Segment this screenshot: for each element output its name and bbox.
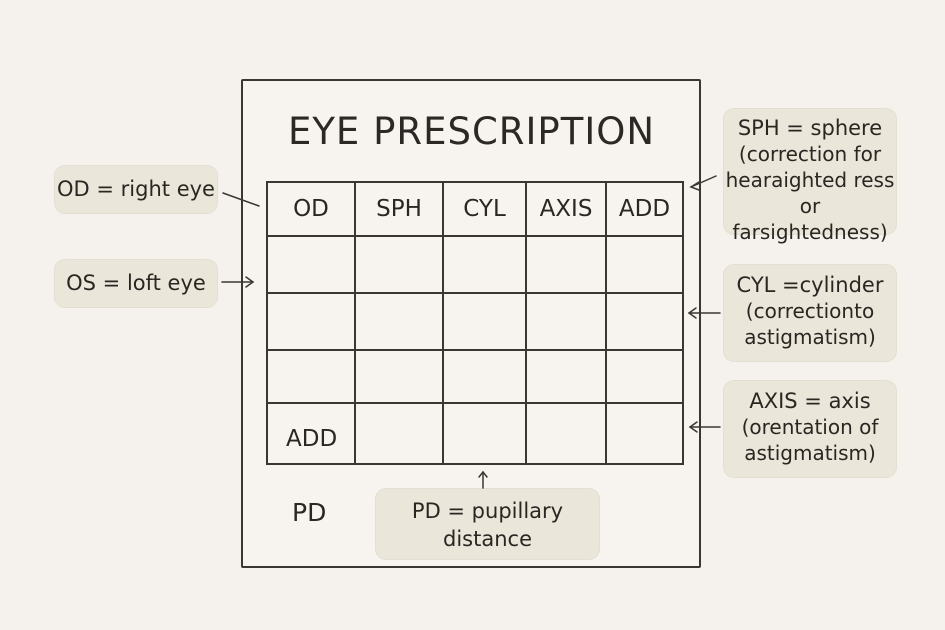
table-row [266, 235, 684, 294]
callout-cyl: CYL =cylinder (correctionto astigmatism) [724, 265, 896, 361]
table-cell [442, 349, 527, 404]
table-cell [442, 402, 527, 465]
table-cell [442, 235, 527, 294]
callout-sph-line1: (correction for [738, 142, 882, 166]
table-row [266, 349, 684, 404]
callout-pd: PD = pupillary distance [376, 489, 599, 559]
table-cell [354, 402, 444, 465]
callout-od: OD = right eye [55, 166, 217, 213]
table-cell [354, 235, 444, 294]
callout-sph-line3: or farsightedness) [732, 194, 888, 244]
header-sph: SPH [354, 181, 444, 237]
callout-axis-line1: (orentation of [741, 415, 879, 439]
table-cell [605, 292, 684, 351]
callout-pd-line1: PD = pupillary [411, 499, 564, 523]
callout-sph-head: SPH = sphere [737, 116, 883, 140]
callout-sph: SPH = sphere (correction for hearaighted… [724, 109, 896, 244]
table-cell [525, 402, 607, 465]
table-cell [525, 349, 607, 404]
callout-os-text: OS = loft eye [66, 271, 206, 295]
callout-cyl-line2: astigmatism) [744, 325, 876, 349]
table-cell [266, 235, 356, 294]
prescription-table: OD SPH CYL AXIS ADD ADD [266, 181, 684, 465]
header-cyl: CYL [442, 181, 527, 237]
table-cell [266, 349, 356, 404]
pd-label: PD [292, 498, 327, 527]
table-cell [605, 235, 684, 294]
callout-sph-line2: hearaighted ress [725, 168, 895, 192]
callout-od-text: OD = right eye [57, 177, 215, 201]
table-cell [266, 292, 356, 351]
callout-cyl-head: CYL =cylinder [736, 273, 884, 297]
table-row: ADD [266, 402, 684, 465]
table-header-row: OD SPH CYL AXIS ADD [266, 181, 684, 237]
header-add: ADD [605, 181, 684, 237]
callout-axis-line2: astigmatism) [744, 441, 876, 465]
table-cell [354, 292, 444, 351]
row-label-add: ADD [266, 402, 356, 465]
table-cell [442, 292, 527, 351]
header-axis: AXIS [525, 181, 607, 237]
table-cell [525, 235, 607, 294]
callout-cyl-line1: (correctionto [745, 299, 875, 323]
callout-pd-line2: distance [443, 527, 532, 551]
page-title: EYE PRESCRIPTION [287, 110, 656, 153]
table-cell [605, 402, 684, 465]
table-cell [354, 349, 444, 404]
header-od: OD [266, 181, 356, 237]
callout-os: OS = loft eye [55, 260, 217, 307]
table-cell [605, 349, 684, 404]
callout-axis: AXIS = axis (orentation of astigmatism) [724, 381, 896, 477]
table-row [266, 292, 684, 351]
callout-axis-head: AXIS = axis [749, 389, 871, 413]
table-cell [525, 292, 607, 351]
